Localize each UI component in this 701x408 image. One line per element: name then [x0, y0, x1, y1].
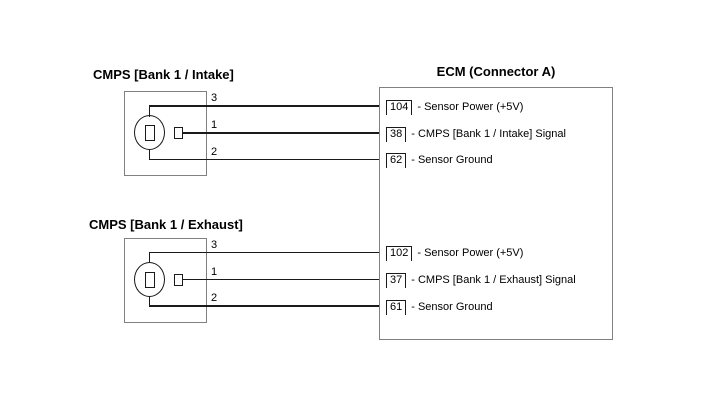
sensor-key-slot-icon — [144, 271, 155, 288]
pin-number-bracket: 61 — [386, 299, 407, 315]
pin-label: - Sensor Power (+5V) — [417, 100, 524, 113]
exhaust-wire-number-2: 2 — [211, 292, 218, 304]
sensor-intake-title: CMPS [Bank 1 / Intake] — [93, 67, 234, 82]
pin-number-bracket: 102 — [386, 246, 413, 261]
pin-label: - CMPS [Bank 1 / Exhaust] Signal — [411, 274, 576, 286]
ecm-pin-61: 61 - Sensor Ground — [386, 299, 493, 315]
pin-label: - Sensor Ground — [411, 154, 493, 166]
sensor-terminal-icon — [174, 273, 183, 286]
sensor-exhaust-title: CMPS [Bank 1 / Exhaust] — [89, 217, 243, 232]
intake-wire-number-2: 2 — [211, 145, 218, 158]
pin-number-bracket: 62 — [386, 153, 407, 168]
wire-intake-pin2 — [148, 158, 388, 161]
wire-exhaust-pin3-vertical — [148, 252, 150, 263]
sensor-terminal-icon — [174, 127, 183, 139]
pin-label: - CMPS [Bank 1 / Intake] Signal — [411, 127, 566, 140]
wire-intake-pin2-vertical — [148, 149, 150, 160]
exhaust-wire-number-3: 3 — [211, 238, 218, 251]
wire-exhaust-pin2-vertical — [148, 296, 150, 307]
wire-exhaust-pin3 — [148, 251, 388, 254]
wire-intake-pin1 — [183, 132, 388, 134]
pin-label: - Sensor Ground — [411, 300, 493, 313]
exhaust-wire-number-1: 1 — [211, 265, 218, 278]
pin-number-bracket: 37 — [386, 273, 407, 288]
intake-wire-number-1: 1 — [211, 119, 218, 131]
ecm-pin-62: 62 - Sensor Ground — [386, 153, 493, 168]
sensor-key-slot-icon — [144, 125, 155, 141]
ecm-pin-38: 38 - CMPS [Bank 1 / Intake] Signal — [386, 126, 566, 142]
pin-label: - Sensor Power (+5V) — [417, 247, 524, 259]
ecm-pin-104: 104 - Sensor Power (+5V) — [386, 99, 524, 115]
ecm-pin-37: 37 - CMPS [Bank 1 / Exhaust] Signal — [386, 273, 576, 288]
pin-number-bracket: 104 — [386, 99, 413, 115]
ecm-title: ECM (Connector A) — [436, 64, 556, 79]
wire-exhaust-pin2 — [148, 305, 388, 307]
ecm-box — [379, 87, 613, 340]
wire-exhaust-pin1 — [183, 278, 388, 281]
wire-intake-pin3 — [148, 105, 388, 107]
ecm-pin-102: 102 - Sensor Power (+5V) — [386, 246, 523, 261]
intake-wire-number-3: 3 — [211, 92, 218, 104]
wire-intake-pin3-vertical — [148, 105, 150, 117]
pin-number-bracket: 38 — [386, 126, 407, 142]
